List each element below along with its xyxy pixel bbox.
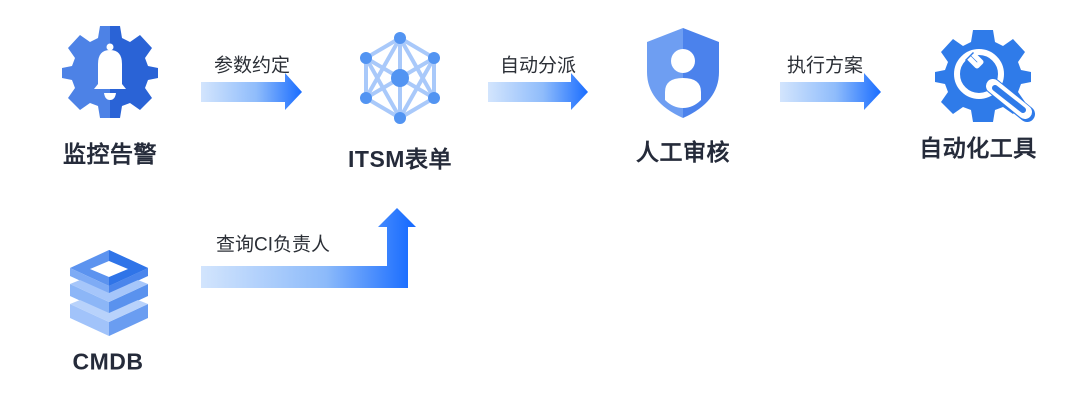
node-label-automation-tool: 自动化工具 (919, 135, 1037, 161)
arrow-monitor-to-itsm (201, 73, 302, 110)
edge-label-auto-dispatch: 自动分派 (499, 55, 577, 77)
cmdb-node-icon (68, 248, 150, 340)
stacked-layers-icon (70, 250, 148, 336)
node-label-monitor-alert: 监控告警 (63, 141, 157, 167)
gear-wrench-icon (935, 30, 1035, 122)
automation-tool-node-icon (935, 28, 1035, 124)
edge-label-param-agreement: 参数约定 (213, 55, 291, 77)
manual-review-node-icon (645, 28, 721, 118)
arrow-itsm-to-review (488, 73, 588, 110)
itsm-form-node-icon (352, 30, 448, 126)
node-label-itsm-form: ITSM表单 (348, 146, 452, 172)
arrow-review-to-automation (780, 73, 881, 110)
network-hexagon-icon (360, 32, 440, 124)
node-label-cmdb: CMDB (72, 348, 144, 375)
monitor-alert-node-icon (62, 22, 158, 118)
edge-label-query-ci-owner: 查询CI负责人 (215, 234, 331, 256)
node-label-manual-review: 人工审核 (636, 139, 730, 165)
edge-label-execute-plan: 执行方案 (786, 55, 864, 77)
shield-user-icon (647, 28, 719, 118)
gear-bell-icon (62, 26, 158, 118)
